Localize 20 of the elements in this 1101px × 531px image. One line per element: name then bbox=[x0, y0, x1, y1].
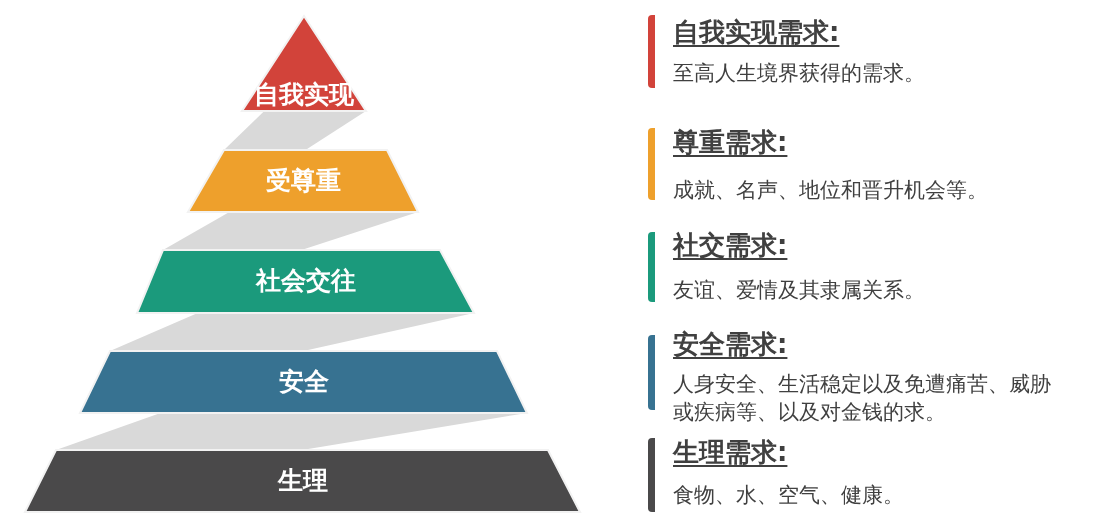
pyramid-level bbox=[137, 250, 474, 313]
level-label: 受尊重 bbox=[264, 166, 342, 196]
heading-text: 安全需求: bbox=[673, 329, 788, 359]
heading-text: 社交需求: bbox=[673, 230, 788, 260]
pyramid-level bbox=[25, 450, 580, 512]
level-label: 社会交往 bbox=[254, 266, 357, 296]
pyramid-apex bbox=[242, 16, 366, 111]
level-label: 生理 bbox=[276, 466, 329, 496]
description-text: 友谊、爱情及其隶属关系。 bbox=[673, 277, 926, 304]
heading-text: 尊重需求: bbox=[673, 127, 788, 157]
description-text: 成就、名声、地位和晋升机会等。 bbox=[673, 177, 989, 204]
description-text: 人身安全、生活稳定以及免遭痛苦、威胁或疾病等、以及对金钱的求。 bbox=[673, 371, 1052, 426]
description-text: 食物、水、空气、健康。 bbox=[673, 482, 905, 509]
level-label: 自我实现 bbox=[253, 80, 355, 110]
level-label: 安全 bbox=[277, 367, 330, 397]
pyramid-level bbox=[188, 150, 418, 212]
pyramid-level bbox=[80, 351, 527, 413]
description-text: 至高人生境界获得的需求。 bbox=[673, 60, 926, 87]
heading-text: 生理需求: bbox=[673, 437, 788, 467]
heading-text: 自我实现需求: bbox=[673, 17, 840, 47]
